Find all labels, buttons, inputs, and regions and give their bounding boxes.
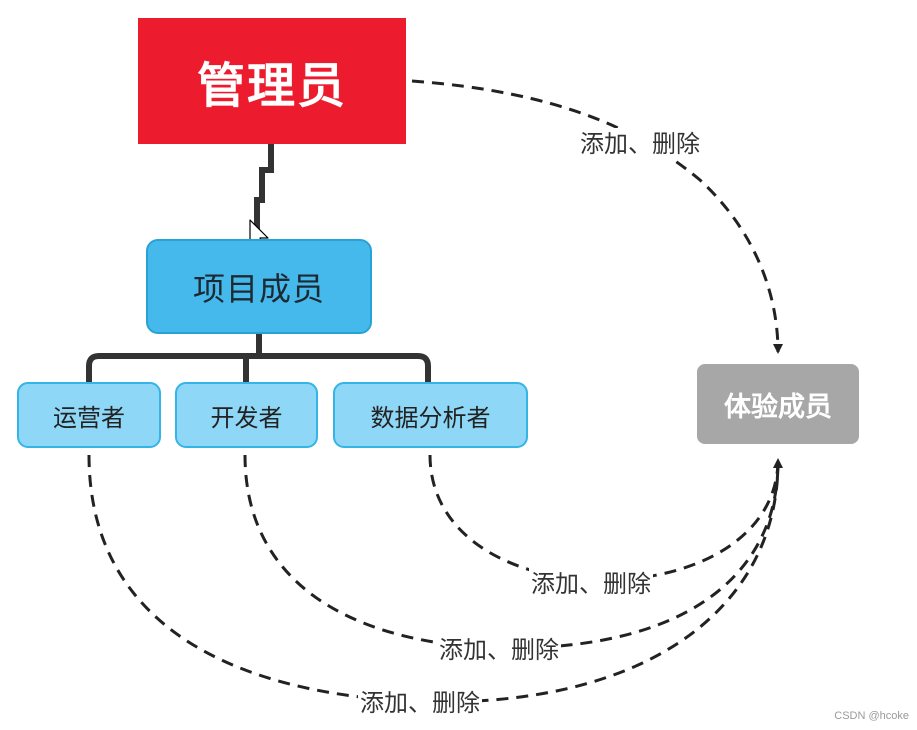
arrow-operator-to-trial — [87, 454, 780, 704]
edge-label-analyst-to-trial: 添加、删除 — [529, 568, 653, 600]
node-operator: 运营者 — [17, 382, 161, 448]
node-admin: 管理员 — [138, 18, 406, 144]
node-developer: 开发者 — [175, 382, 318, 448]
edge-label-developer-to-trial: 添加、删除 — [437, 634, 561, 666]
edge-label-admin-to-trial: 添加、删除 — [578, 128, 702, 160]
connector-members-to-roles — [86, 334, 431, 382]
edge-label-operator-to-trial: 添加、删除 — [358, 687, 482, 719]
arrow-admin-to-trial — [411, 79, 783, 354]
arrow-analyst-to-trial — [428, 454, 783, 582]
node-data-analyst: 数据分析者 — [333, 382, 528, 448]
node-project-members: 项目成员 — [146, 239, 372, 334]
arrow-developer-to-trial — [243, 454, 780, 650]
watermark: CSDN @hcoke — [834, 710, 909, 722]
connector-admin-to-members — [254, 144, 274, 239]
node-trial-member: 体验成员 — [697, 364, 859, 444]
